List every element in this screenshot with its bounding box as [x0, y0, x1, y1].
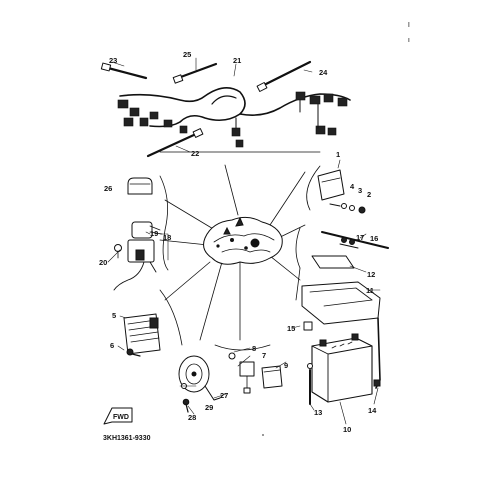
cover-9	[261, 365, 283, 389]
callout-23: 23	[109, 56, 117, 65]
callout-17: 17	[356, 233, 364, 242]
callout-19: 19	[150, 229, 158, 238]
callout-10: 10	[343, 425, 351, 434]
front-direction-marker: FWD	[103, 407, 133, 425]
battery-strap-16	[321, 231, 389, 249]
callout-26: 26	[104, 184, 112, 193]
battery-10	[311, 333, 373, 403]
callout-3: 3	[358, 186, 362, 195]
callout-2: 2	[367, 190, 371, 199]
callout-6: 6	[110, 341, 114, 350]
wire-harness	[117, 87, 351, 148]
callout-20: 20	[99, 258, 107, 267]
callout-leaders	[107, 57, 381, 425]
leader-lines	[159, 151, 321, 341]
callout-25: 25	[183, 50, 191, 59]
cable-ties	[100, 60, 312, 158]
callout-1: 1	[336, 150, 340, 159]
relay-cap-26	[127, 177, 153, 195]
callout-4: 4	[350, 182, 355, 191]
battery-pad-12	[311, 255, 355, 269]
part-code: 3KH1361-9330	[103, 435, 151, 442]
clamp-15	[303, 321, 313, 331]
callout-16: 16	[370, 234, 378, 243]
callout-7: 7	[262, 351, 266, 360]
callout-numbers: 23 25 21 24 22 1 4 3 2 26 19 18 20 17 16…	[99, 50, 378, 434]
callout-29: 29	[205, 403, 213, 412]
motorcycle-silhouette	[203, 216, 283, 265]
callout-9: 9	[284, 361, 288, 370]
callout-11: 11	[366, 286, 374, 295]
callout-8: 8	[252, 344, 256, 353]
callout-5: 5	[112, 311, 116, 320]
callout-15: 15	[287, 324, 295, 333]
nut-8	[228, 352, 236, 360]
callout-12: 12	[367, 270, 375, 279]
battery-lead-14	[373, 317, 381, 389]
screw-20	[114, 244, 122, 259]
callout-22: 22	[191, 149, 199, 158]
callout-13: 13	[314, 408, 322, 417]
callout-18: 18	[163, 233, 171, 242]
fasteners-2-3-4	[329, 203, 366, 214]
breather-hose-13	[307, 363, 313, 405]
callout-27: 27	[220, 391, 228, 400]
callout-28: 28	[188, 413, 196, 422]
front-marker-label: FWD	[113, 414, 129, 421]
relay-7	[239, 361, 255, 394]
rectifier-regulator-5	[123, 313, 161, 355]
switch-assembly-18	[113, 221, 163, 291]
bolt-6	[126, 348, 141, 357]
callout-21: 21	[233, 56, 241, 65]
cdi-unit-1	[317, 169, 345, 201]
callout-24: 24	[319, 68, 328, 77]
horn-27	[178, 355, 221, 401]
bolt-28	[182, 398, 190, 413]
callout-14: 14	[368, 406, 377, 415]
scan-specks	[262, 22, 410, 436]
